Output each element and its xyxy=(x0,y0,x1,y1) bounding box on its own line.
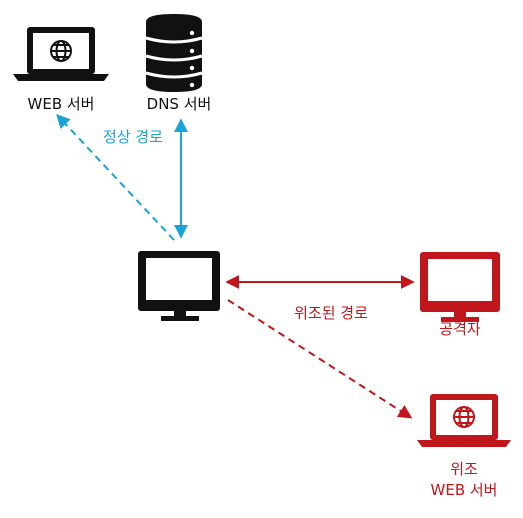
fake-web-server-laptop-icon xyxy=(417,394,511,447)
spoofed-path-to-fake-web-arrow xyxy=(227,299,413,419)
normal-path-to-web-arrow xyxy=(56,113,175,241)
fake-web-server-label-line1: 위조 xyxy=(450,460,478,478)
globe-icon xyxy=(50,40,72,62)
web-server-laptop-icon xyxy=(13,27,109,81)
dns-server-label: DNS 서버 xyxy=(146,95,212,113)
client-monitor-icon xyxy=(138,251,220,321)
spoofed-path-label: 위조된 경로 xyxy=(294,304,368,322)
web-server-label: WEB 서버 xyxy=(27,95,95,113)
fake-web-server-label-line2: WEB 서버 xyxy=(430,481,498,499)
attacker-label: 공격자 xyxy=(439,320,481,338)
attacker-monitor-icon xyxy=(420,252,500,322)
globe-icon xyxy=(453,406,475,428)
dns-server-database-icon xyxy=(145,14,203,92)
normal-path-label: 정상 경로 xyxy=(103,128,163,146)
